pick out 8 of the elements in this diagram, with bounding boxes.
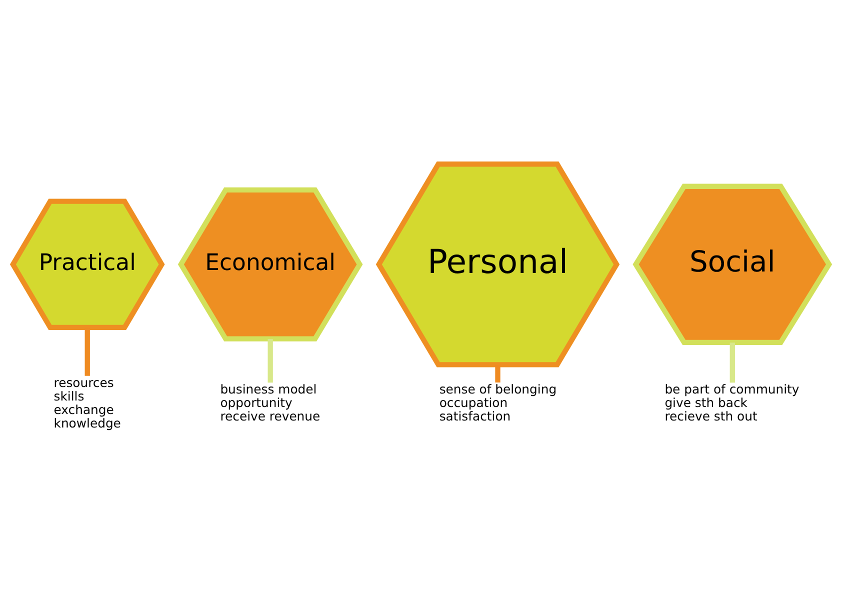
node-text: resources skills exchange knowledge	[54, 374, 121, 430]
node-text: sense of belonging occupation satisfaction	[439, 381, 557, 424]
connector	[84, 327, 90, 376]
connector	[268, 338, 273, 382]
node-text: business model opportunity receive revenue	[220, 381, 320, 424]
connector	[495, 364, 500, 382]
connector	[730, 342, 735, 382]
node-text: be part of community give sth back recieve sth out	[664, 381, 800, 424]
